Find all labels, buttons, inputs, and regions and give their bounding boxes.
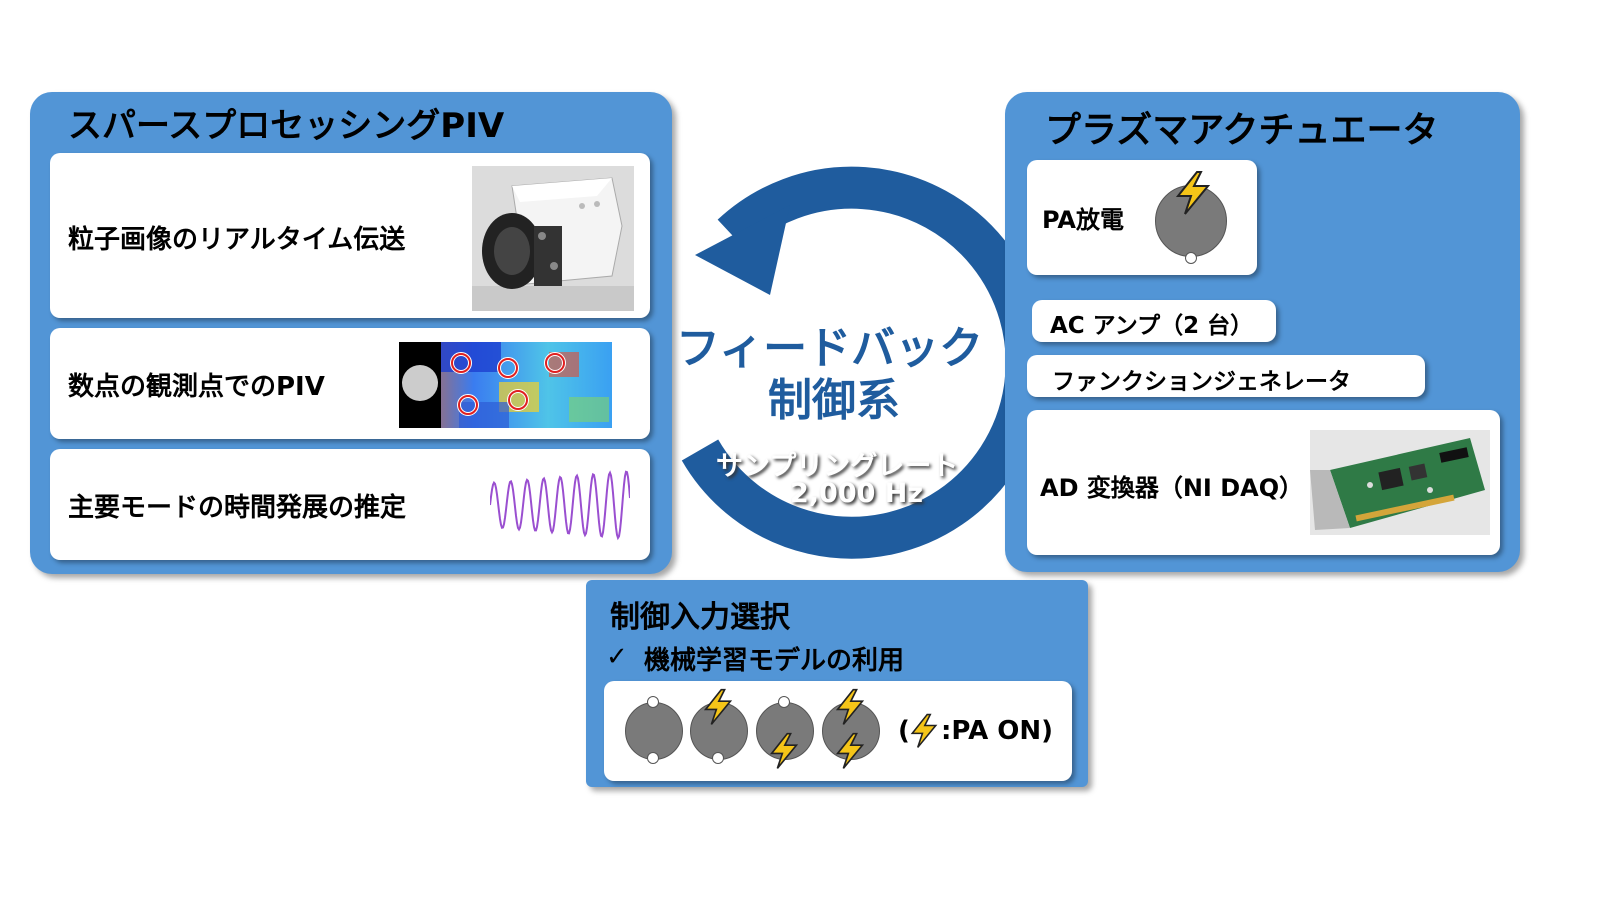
ad-converter-label: AD 変換器（NI DAQ） <box>1040 474 1304 502</box>
control-input-title: 制御入力選択 <box>610 600 790 635</box>
function-generator-card <box>1027 355 1425 397</box>
legend-label: :PA ON) <box>941 716 1053 746</box>
pattern-4-lightning-bottom-icon <box>835 732 865 769</box>
ac-amp-card <box>1032 300 1276 342</box>
camera-photo <box>472 166 634 311</box>
legend-lightning-icon <box>910 713 938 748</box>
pattern-4-lightning-top-icon <box>835 688 865 725</box>
pattern-2-lightning-icon <box>703 688 733 725</box>
daq-board-photo <box>1310 430 1490 535</box>
pattern-3-hole-top <box>778 696 790 708</box>
pattern-2-hole-bottom <box>712 752 724 764</box>
sampling-rate-value: 2,000 Hz <box>790 478 924 509</box>
feedback-control-label-line1: フィードバック <box>676 323 984 374</box>
plasma-actuator-title: プラズマアクチュエータ <box>1045 110 1439 151</box>
mode-waveform <box>490 470 630 541</box>
lightning-icon <box>1175 171 1211 215</box>
realtime-transfer-label: 粒子画像のリアルタイム伝送 <box>68 225 406 255</box>
legend-open-paren: ( <box>898 716 910 746</box>
ml-model-bullet: 機械学習モデルの利用 <box>644 646 905 676</box>
pattern-1-hole-bottom <box>647 752 659 764</box>
mode-estimation-card <box>50 449 650 560</box>
sampling-rate-label: サンプリングレート <box>716 451 959 482</box>
pattern-3-lightning-icon <box>769 732 799 769</box>
piv-points-label: 数点の観測点でのPIV <box>68 372 325 402</box>
pa-discharge-label: PA放電 <box>1042 206 1124 234</box>
piv-field-heatmap <box>399 342 612 428</box>
ac-amp-label: AC アンプ（2 台） <box>1050 313 1254 339</box>
sparse-piv-title: スパースプロセッシングPIV <box>68 106 505 146</box>
mode-estimation-label: 主要モードの時間発展の推定 <box>68 493 407 523</box>
pattern-1-hole-top <box>647 696 659 708</box>
sensor-hole <box>1185 252 1197 264</box>
check-icon: ✓ <box>606 642 628 672</box>
feedback-control-label-line2: 制御系 <box>768 375 900 426</box>
function-generator-label: ファンクションジェネレータ <box>1052 369 1351 395</box>
